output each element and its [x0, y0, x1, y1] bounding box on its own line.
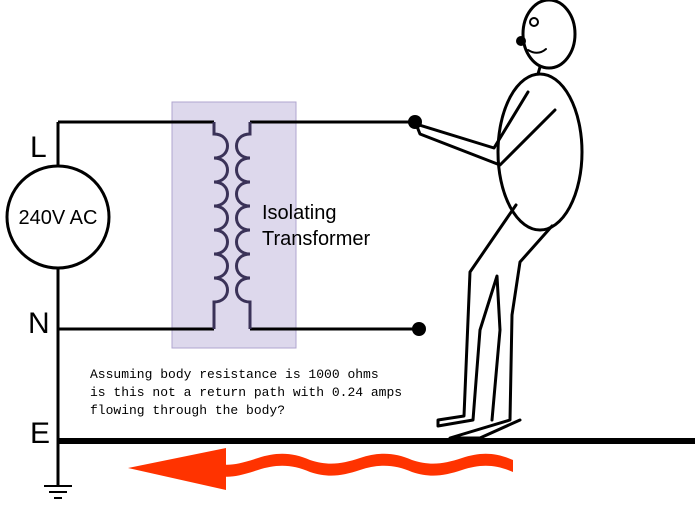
secondary-coil — [235, 122, 252, 329]
person-nose — [516, 36, 526, 46]
earth-bar — [58, 438, 695, 444]
terminal-live-label: L — [30, 131, 47, 164]
ac-source — [5, 164, 111, 270]
person-body — [496, 72, 584, 232]
note-line-2: is this not a return path with 0.24 amps — [90, 385, 402, 400]
source-label: 240V AC — [19, 207, 98, 229]
note-line-3: flowing through the body? — [90, 403, 285, 418]
current-arrow — [128, 448, 513, 490]
person-head — [521, 0, 577, 70]
primary-coil — [212, 122, 229, 329]
neutral-terminal — [412, 322, 426, 336]
transformer-label-line2: Transformer — [262, 228, 371, 250]
terminal-neutral-label: N — [28, 307, 50, 340]
transformer-label-line1: Isolating — [262, 202, 337, 224]
live-terminal — [408, 115, 422, 129]
person-arm — [414, 90, 557, 167]
transformer-box — [171, 101, 297, 349]
ground-icon — [44, 485, 72, 499]
terminal-earth-label: E — [30, 417, 50, 450]
person-eye — [529, 17, 539, 27]
person-mouth — [527, 48, 547, 54]
person-leg-right — [448, 224, 554, 440]
note-line-1: Assuming body resistance is 1000 ohms — [90, 367, 379, 382]
wires — [56, 120, 418, 486]
person-figure — [414, 0, 584, 440]
person-leg-left — [436, 203, 518, 428]
